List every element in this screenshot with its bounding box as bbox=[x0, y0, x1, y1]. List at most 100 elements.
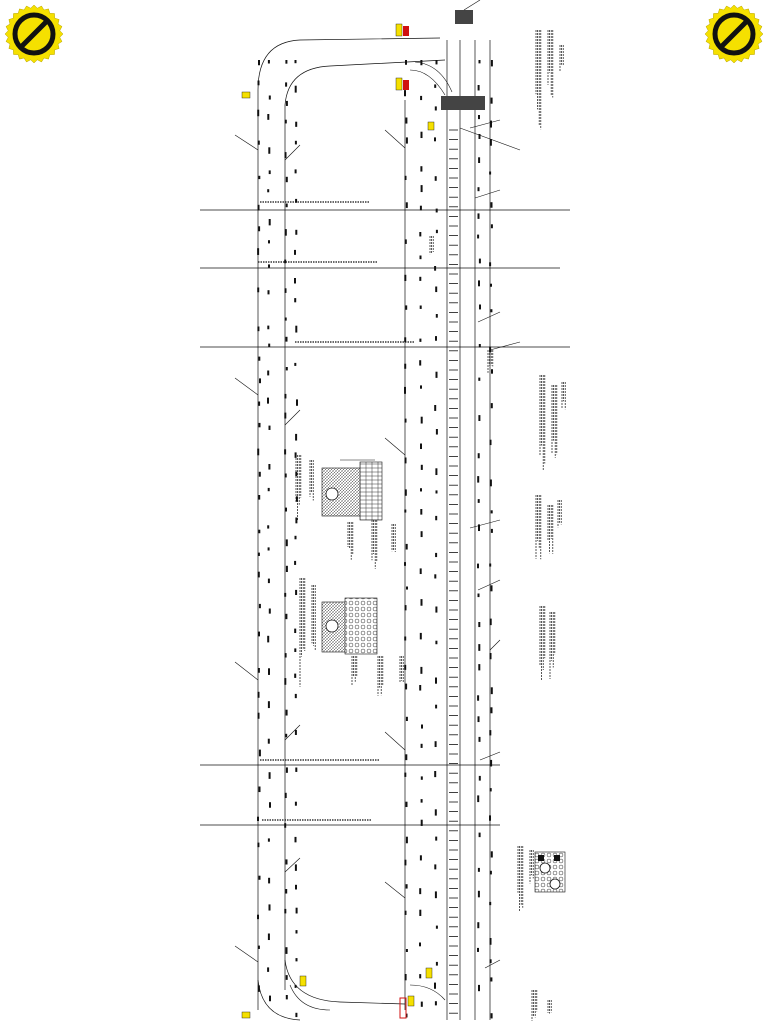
survey-mark bbox=[284, 152, 287, 159]
survey-mark bbox=[295, 325, 298, 333]
survey-mark bbox=[257, 552, 260, 556]
survey-mark bbox=[490, 283, 492, 287]
survey-mark bbox=[478, 258, 481, 264]
survey-mark bbox=[490, 97, 493, 104]
survey-mark bbox=[404, 457, 407, 464]
survey-mark bbox=[477, 85, 480, 91]
survey-mark bbox=[257, 985, 260, 992]
survey-mark bbox=[477, 476, 480, 483]
survey-mark bbox=[420, 95, 423, 101]
survey-mark bbox=[419, 276, 422, 281]
survey-mark bbox=[435, 836, 438, 841]
survey-mark bbox=[285, 859, 288, 865]
survey-mark bbox=[294, 560, 297, 565]
survey-mark bbox=[489, 262, 492, 267]
survey-mark bbox=[405, 305, 408, 310]
survey-mark bbox=[285, 947, 288, 954]
survey-mark bbox=[404, 489, 407, 496]
survey-mark bbox=[285, 613, 288, 620]
survey-mark bbox=[478, 377, 481, 381]
survey-mark bbox=[267, 701, 270, 709]
survey-mark bbox=[419, 232, 422, 237]
survey-mark bbox=[489, 618, 492, 626]
survey-mark bbox=[295, 589, 298, 596]
survey-mark bbox=[258, 603, 261, 609]
survey-mark bbox=[294, 836, 297, 843]
survey-mark bbox=[284, 288, 287, 293]
survey-mark bbox=[257, 842, 260, 848]
survey-mark bbox=[269, 995, 271, 1002]
survey-mark bbox=[406, 586, 408, 590]
survey-mark bbox=[490, 403, 493, 409]
survey-mark bbox=[294, 298, 297, 303]
survey-mark bbox=[268, 95, 271, 100]
survey-mark bbox=[478, 115, 480, 120]
survey-mark bbox=[404, 337, 407, 343]
survey-mark bbox=[294, 535, 297, 540]
survey-mark bbox=[285, 767, 288, 773]
survey-mark bbox=[294, 673, 297, 678]
survey-mark bbox=[478, 524, 480, 532]
survey-mark bbox=[284, 678, 287, 685]
survey-mark bbox=[258, 401, 261, 406]
survey-mark bbox=[435, 229, 438, 234]
survey-mark bbox=[419, 974, 422, 979]
survey-mark bbox=[295, 433, 298, 441]
survey-mark bbox=[284, 449, 287, 455]
survey-mark bbox=[490, 60, 493, 67]
survey-mark bbox=[489, 346, 492, 353]
survey-mark bbox=[435, 429, 438, 435]
survey-mark bbox=[420, 488, 422, 492]
survey-mark bbox=[478, 984, 480, 992]
survey-mark bbox=[404, 386, 406, 394]
survey-mark bbox=[435, 704, 438, 709]
survey-mark bbox=[268, 240, 270, 244]
survey-mark bbox=[294, 85, 297, 93]
survey-mark bbox=[489, 563, 492, 567]
survey-mark bbox=[295, 767, 298, 772]
survey-mark bbox=[284, 473, 287, 478]
survey-mark bbox=[478, 134, 481, 139]
survey-mark bbox=[489, 479, 492, 487]
survey-mark bbox=[404, 418, 407, 423]
survey-mark bbox=[434, 106, 437, 111]
survey-mark bbox=[257, 914, 259, 920]
survey-mark bbox=[478, 157, 481, 164]
survey-mark bbox=[420, 185, 423, 193]
survey-mark bbox=[434, 809, 437, 816]
survey-mark bbox=[435, 468, 438, 476]
survey-mark bbox=[490, 224, 493, 229]
survey-mark bbox=[284, 653, 287, 658]
survey-mark bbox=[489, 788, 492, 792]
survey-mark bbox=[489, 139, 492, 146]
survey-mark bbox=[258, 749, 261, 757]
survey-mark bbox=[285, 336, 288, 342]
survey-mark bbox=[434, 1001, 437, 1006]
survey-mark bbox=[294, 628, 297, 634]
survey-mark bbox=[420, 509, 423, 515]
survey-mark bbox=[268, 608, 271, 614]
survey-mark bbox=[285, 889, 288, 894]
survey-mark bbox=[405, 949, 408, 953]
cross-section-detail-2 bbox=[321, 597, 378, 655]
survey-mark bbox=[268, 464, 271, 470]
survey-mark bbox=[434, 771, 437, 778]
survey-mark bbox=[435, 490, 438, 494]
survey-mark bbox=[257, 668, 260, 673]
survey-mark bbox=[295, 229, 298, 235]
survey-mark bbox=[477, 187, 480, 192]
survey-mark bbox=[258, 786, 261, 793]
survey-mark bbox=[490, 202, 493, 208]
survey-mark bbox=[405, 801, 408, 808]
survey-mark bbox=[294, 278, 296, 284]
survey-mark bbox=[477, 890, 480, 898]
survey-mark bbox=[284, 823, 287, 828]
survey-mark bbox=[434, 741, 437, 748]
survey-mark bbox=[434, 137, 436, 142]
survey-mark bbox=[285, 100, 288, 106]
survey-marks bbox=[257, 60, 493, 1019]
survey-mark bbox=[268, 264, 270, 268]
survey-mark bbox=[258, 226, 261, 232]
survey-mark bbox=[267, 525, 270, 529]
survey-mark bbox=[404, 636, 407, 641]
